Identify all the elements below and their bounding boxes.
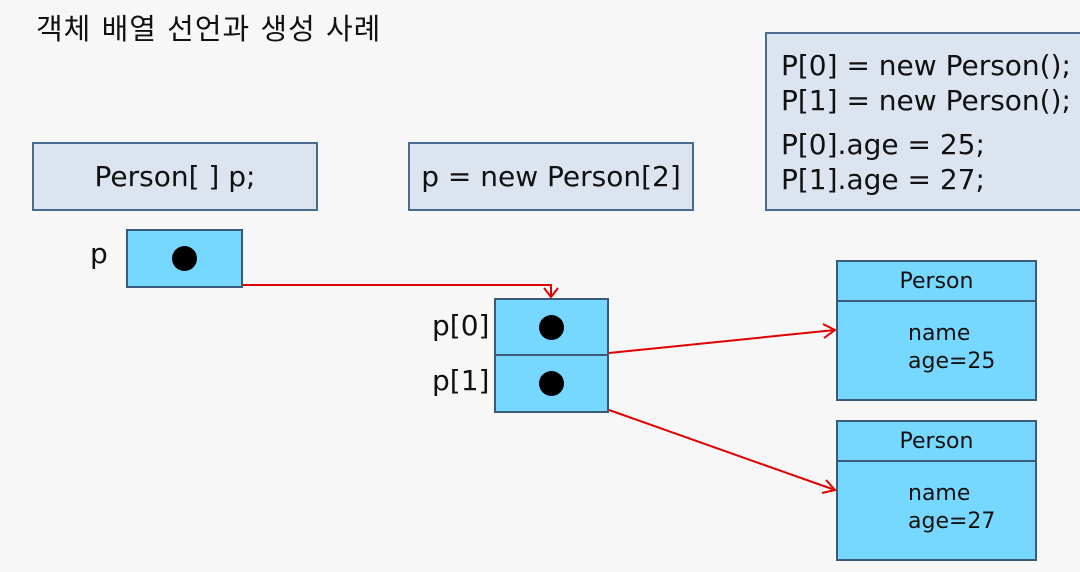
object-field-age: age=27: [908, 509, 996, 534]
init-line-3: P[0].age = 25;: [781, 128, 985, 161]
arrowhead-element0-to-object0: [822, 323, 837, 339]
arrow-element0-to-object0: [608, 329, 836, 354]
initialization-box: P[0] = new Person(); P[1] = new Person()…: [765, 32, 1080, 211]
pointer-dot: [539, 314, 564, 340]
array-element-1: [494, 354, 609, 413]
element-1-label: p[1]: [432, 364, 490, 397]
person-object-0: Person name age=25: [836, 260, 1037, 401]
object-field-name: name: [908, 481, 971, 506]
ref-label: p: [90, 237, 108, 270]
arrow-element1-to-object1: [608, 409, 836, 491]
object-class-name: Person: [838, 262, 1035, 302]
pointer-dot: [539, 371, 564, 396]
pointer-dot: [172, 246, 197, 271]
person-object-1: Person name age=27: [836, 420, 1037, 561]
init-line-2: P[1] = new Person();: [781, 84, 1071, 117]
declaration-text: Person[ ] p;: [94, 160, 256, 193]
array-creation-box: p = new Person[2]: [408, 142, 694, 211]
ref-cell: [126, 229, 243, 288]
array-creation-text: p = new Person[2]: [421, 160, 681, 193]
object-field-name: name: [908, 321, 971, 346]
init-line-4: P[1].age = 27;: [781, 163, 985, 196]
element-0-label: p[0]: [432, 309, 490, 342]
arrowhead-element1-to-object1: [821, 479, 837, 494]
object-field-age: age=25: [908, 349, 996, 374]
object-class-name: Person: [838, 422, 1035, 462]
arrow-p-to-array: [243, 284, 552, 296]
init-line-1: P[0] = new Person();: [781, 49, 1071, 82]
arrowhead-p-to-array: [543, 287, 559, 299]
declaration-box: Person[ ] p;: [32, 142, 318, 211]
page-title: 객체 배열 선언과 생성 사례: [36, 12, 382, 46]
